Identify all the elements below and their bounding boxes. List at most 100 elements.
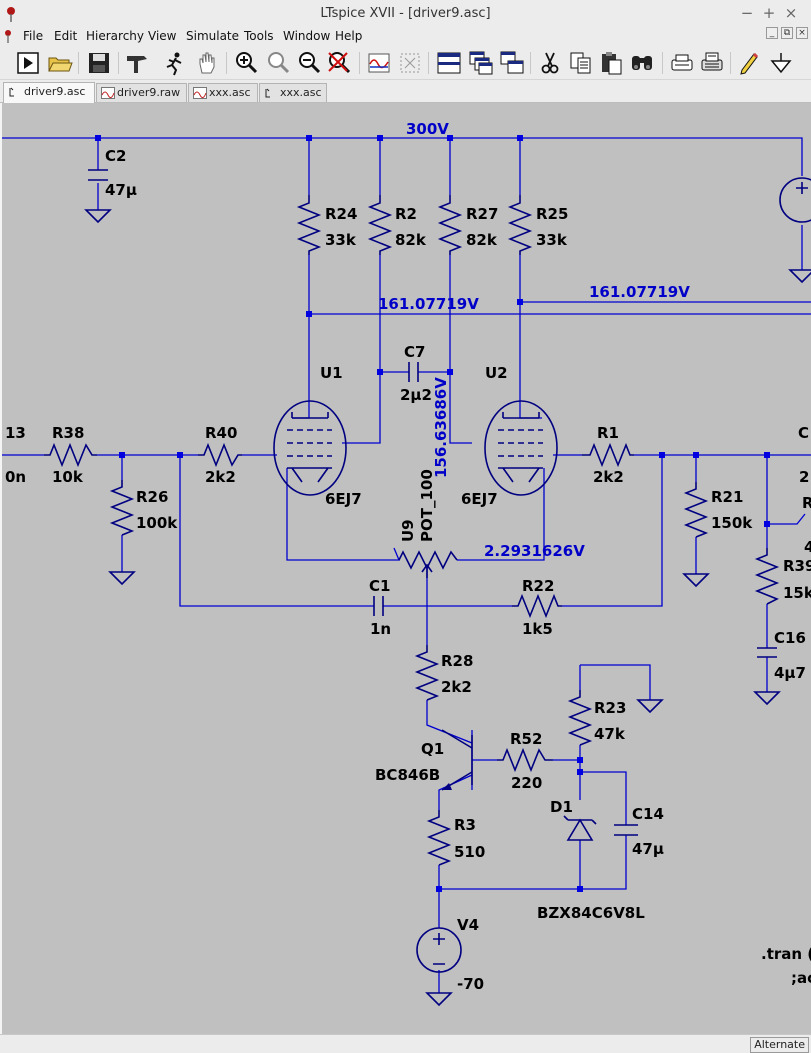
resistor-r52-symbol <box>497 747 553 773</box>
edge-fragment-left-value: 0n <box>5 468 26 486</box>
capacitor-c14-symbol <box>614 824 638 836</box>
menu-window[interactable]: Window <box>283 29 331 43</box>
r52-value: 220 <box>511 774 542 792</box>
zener-d1-symbol <box>563 815 597 841</box>
tab-driver9-raw[interactable]: driver9.raw <box>96 83 187 102</box>
capacitor-c2-symbol <box>84 169 112 224</box>
save-icon[interactable] <box>86 50 112 76</box>
tab-driver9-asc[interactable]: driver9.asc <box>3 82 95 103</box>
c16-ref: C16 <box>774 629 806 647</box>
capacitor-c1-symbol <box>373 596 384 616</box>
zoom-out-icon[interactable] <box>296 50 322 76</box>
r39-ref: R39 <box>783 557 811 575</box>
menu-help[interactable]: Help <box>335 29 363 43</box>
print-icon[interactable] <box>699 50 725 76</box>
edge-fragment-right-value2: 4 <box>804 538 811 556</box>
tile-vertical-icon[interactable] <box>499 50 525 76</box>
voltage-source-top-right-symbol <box>779 177 811 284</box>
r21-value: 150k <box>711 514 753 532</box>
component-labels: C2 47µ R24 33k R2 82k R27 82k R25 33k C7… <box>5 147 811 993</box>
menu-tools[interactable]: Tools <box>244 29 274 43</box>
c2-value: 47µ <box>105 181 137 199</box>
schematic-canvas[interactable]: 300V 161.07719V 161.07719V 156.63686V 2.… <box>0 103 811 1034</box>
edge-fragment-left-ref: 13 <box>5 424 26 442</box>
resistor-r24-symbol <box>296 195 322 255</box>
schematic-drawing: 300V 161.07719V 161.07719V 156.63686V 2.… <box>2 120 811 1007</box>
r28-ref: R28 <box>441 652 473 670</box>
menu-file[interactable]: File <box>23 29 44 43</box>
cascade-icon[interactable] <box>468 50 494 76</box>
r27-ref: R27 <box>466 205 498 223</box>
halt-icon[interactable] <box>162 50 188 76</box>
c7-value: 2µ2 <box>400 386 432 404</box>
zoom-cancel-icon[interactable] <box>326 50 352 76</box>
u1-ref: U1 <box>320 364 343 382</box>
r1-ref: R1 <box>597 424 619 442</box>
resistor-r28-symbol <box>414 645 440 701</box>
r2-value: 82k <box>395 231 427 249</box>
net-label-300v: 300V <box>406 120 449 138</box>
autorange-icon[interactable] <box>366 50 392 76</box>
menu-simulate[interactable]: Simulate <box>186 29 240 43</box>
r24-value: 33k <box>325 231 357 249</box>
print-setup-icon[interactable] <box>669 50 695 76</box>
u9-ref: U9 <box>399 519 417 542</box>
r28-value: 2k2 <box>441 678 472 696</box>
ltspice-app-icon <box>7 7 15 22</box>
d1-ref: D1 <box>550 798 573 816</box>
schematic-tab-icon <box>265 88 270 98</box>
menu-edit[interactable]: Edit <box>54 29 78 43</box>
close-button[interactable]: × <box>784 4 798 22</box>
menu-hierarchy[interactable]: Hierarchy <box>86 29 145 43</box>
d1-value: BZX84C6V8L <box>537 904 645 922</box>
junction-dots <box>95 135 770 892</box>
tube-u1-symbol <box>273 400 347 496</box>
v4-ref: V4 <box>457 916 479 934</box>
c14-ref: C14 <box>632 805 664 823</box>
schematic-tab-icon <box>9 87 14 97</box>
document-tabs: driver9.asc driver9.raw xxx.asc xxx.asc <box>0 81 811 103</box>
run-icon[interactable] <box>15 50 41 76</box>
paste-icon[interactable] <box>598 50 624 76</box>
component-symbols <box>44 169 811 1007</box>
tab-xxx-asc-1[interactable]: xxx.asc <box>188 83 258 102</box>
c7-ref: C7 <box>404 343 425 361</box>
pan-icon[interactable] <box>194 50 220 76</box>
resistor-r26-symbol <box>108 480 136 586</box>
r39-value: 15k <box>783 584 811 602</box>
r22-ref: R22 <box>522 577 554 595</box>
r1-value: 2k2 <box>593 468 624 486</box>
net-label-plate-u1: 161.07719V <box>378 295 479 313</box>
edge-fragment-right-value: 2 <box>799 468 809 486</box>
mdi-close-button[interactable]: × <box>796 27 808 39</box>
waveform-tab-icon <box>101 87 115 99</box>
r23-value: 47k <box>594 725 626 743</box>
control-panel-icon[interactable] <box>124 50 150 76</box>
resistor-r3-symbol <box>426 810 452 866</box>
maximize-button[interactable]: + <box>762 4 776 22</box>
r22-value: 1k5 <box>522 620 553 638</box>
resistor-r27-symbol <box>437 195 463 255</box>
menu-view[interactable]: View <box>148 29 177 43</box>
tile-horizontal-icon[interactable] <box>436 50 462 76</box>
resistor-r1-symbol <box>582 442 634 468</box>
zoom-in-icon[interactable] <box>233 50 259 76</box>
fit-icon[interactable] <box>397 50 423 76</box>
mdi-restore-button[interactable]: ⧉ <box>781 27 793 39</box>
find-icon[interactable] <box>629 50 655 76</box>
draw-wire-icon[interactable] <box>736 50 762 76</box>
status-bar: Alternate <box>0 1034 811 1053</box>
r3-value: 510 <box>454 843 485 861</box>
net-label-grid: 156.63686V <box>432 377 450 478</box>
minimize-button[interactable]: − <box>740 4 754 22</box>
cut-icon[interactable] <box>537 50 563 76</box>
tab-label: driver9.raw <box>117 86 181 99</box>
copy-icon[interactable] <box>568 50 594 76</box>
wires <box>2 137 811 993</box>
tab-xxx-asc-2[interactable]: xxx.asc <box>259 83 327 102</box>
ground-icon[interactable] <box>768 50 794 76</box>
r52-ref: R52 <box>510 730 542 748</box>
open-icon[interactable] <box>47 50 73 76</box>
mdi-minimize-button[interactable]: _ <box>766 27 778 39</box>
zoom-box-icon[interactable] <box>265 50 291 76</box>
